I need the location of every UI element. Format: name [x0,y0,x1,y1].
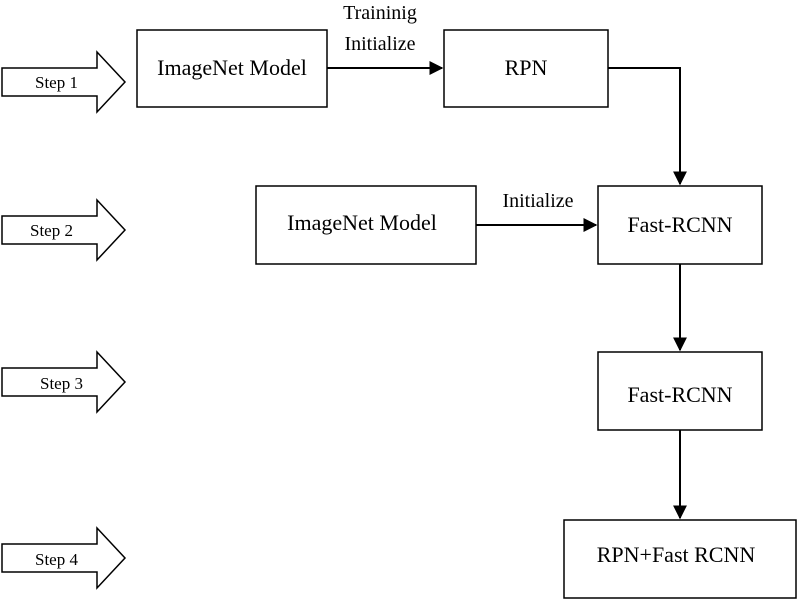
edge-label-trainig: Traininig [343,2,417,24]
edge-label-initialize-2: Initialize [502,190,573,212]
step-4-label: Step 4 [35,550,78,569]
imagenet-model-box-2: ImageNet Model [255,185,477,265]
rpn-box: RPN [443,29,609,108]
edge-label-initialize-1: Initialize [344,33,415,55]
fast-rcnn-box-1-label: Fast-RCNN [627,212,732,237]
fast-rcnn-box-1: Fast-RCNN [597,185,763,265]
rpn-fast-rcnn-box: RPN+Fast RCNN [563,519,797,599]
step-1-label: Step 1 [35,73,78,92]
rpn-fast-rcnn-box-label: RPN+Fast RCNN [597,542,756,567]
imagenet-model-box-2-label: ImageNet Model [287,210,437,235]
step-3-arrow: Step 3 [1,350,127,414]
fast-rcnn-box-2: Fast-RCNN [597,351,763,431]
step-2-label: Step 2 [30,221,73,240]
step-4-arrow: Step 4 [1,526,127,590]
imagenet-model-box-1: ImageNet Model [136,29,328,108]
rpn-to-fast-rcnn-arrow [608,67,687,186]
fast-rcnn-box-2-label: Fast-RCNN [627,382,732,407]
step-3-label: Step 3 [40,374,83,393]
step-2-arrow: Step 2 [1,198,127,262]
imagenet-model-box-1-label: ImageNet Model [157,55,307,80]
rpn-box-label: RPN [505,55,548,80]
step-1-arrow: Step 1 [1,50,127,114]
